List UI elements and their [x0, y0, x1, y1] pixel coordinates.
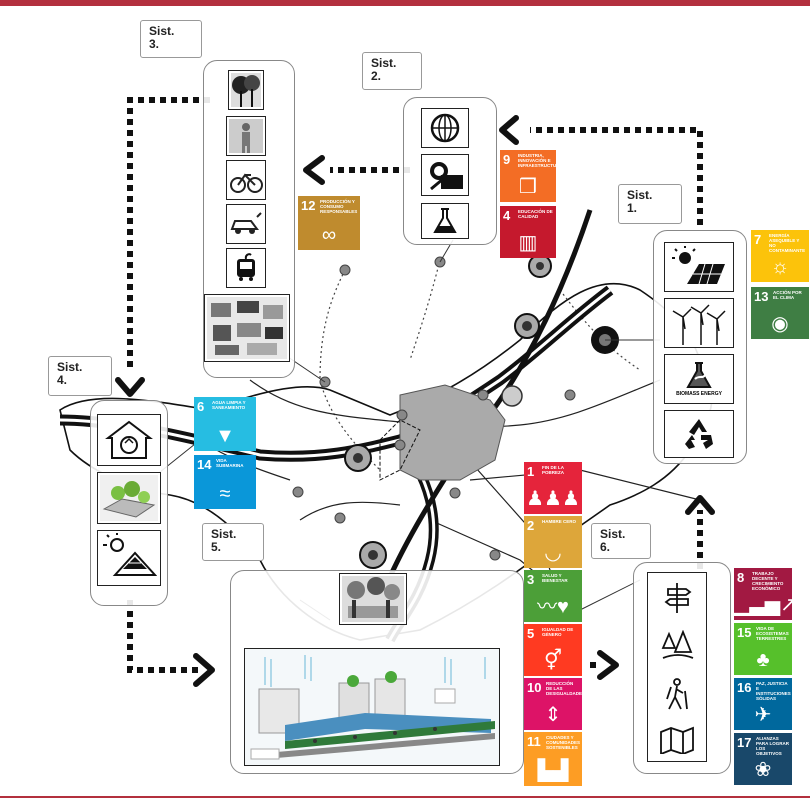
rings-icon: ❀ — [754, 759, 772, 781]
recycle-icon — [685, 419, 713, 449]
solar-panel-tile — [664, 242, 734, 292]
arrows-icon: ⇕ — [544, 704, 562, 726]
reservoirs — [344, 254, 619, 569]
trees-photo — [228, 70, 264, 110]
flow-arrowheads — [115, 115, 715, 687]
city-icon: ▙▟ — [537, 760, 569, 782]
urban-park-icon — [342, 576, 404, 622]
family-icon: ♟♟♟ — [526, 488, 580, 510]
tree-icon: ♣ — [756, 649, 770, 671]
biomass-flask-icon — [686, 362, 712, 388]
dotted-river-3 — [559, 289, 641, 371]
flask-icon — [433, 208, 457, 233]
globe-book-icon — [430, 113, 460, 143]
electric-car-tile — [226, 204, 266, 244]
green-roof-icon — [100, 475, 158, 521]
bottom-accent-bar — [0, 796, 810, 798]
laboratory-tile — [421, 203, 469, 239]
water-management-section — [244, 648, 500, 766]
cubes-icon: ❒ — [519, 176, 537, 198]
vehicles-collage-icon — [207, 297, 287, 359]
map-icon — [660, 726, 694, 754]
top-accent-bar — [0, 0, 810, 6]
dotted-river-1 — [319, 269, 381, 471]
dotted-river-2 — [409, 259, 441, 361]
heartbeat-icon: 〰♥ — [537, 596, 569, 618]
forest-icon — [661, 629, 694, 659]
solar-house-icon — [103, 533, 157, 576]
urban-park-photo — [339, 573, 407, 625]
electric-car-icon — [230, 212, 262, 234]
system-1-label: Sist. 1. — [618, 184, 682, 224]
system-5-label: Sist. 5. — [202, 523, 264, 561]
signpost-icon — [664, 582, 692, 613]
pedestrian-photo — [226, 116, 266, 156]
thin-road-4 — [299, 501, 401, 521]
recycle-house-icon — [105, 420, 153, 459]
system-3-label: Sist. 3. — [140, 20, 202, 58]
biomass-caption: BIOMASS ENERGY — [676, 391, 722, 397]
trees-icon — [231, 73, 261, 107]
dove-icon: ✈ — [754, 704, 772, 726]
hiker-icon — [666, 677, 688, 709]
magnifier-book-icon — [430, 162, 463, 191]
growth-icon: ▁▃▅↗ — [734, 594, 797, 616]
urban-outline — [379, 419, 421, 481]
eco-housing-tile — [97, 414, 161, 466]
bicycle-tile — [226, 160, 266, 200]
tourism-tile — [647, 572, 707, 762]
bus-icon — [237, 253, 255, 281]
biomass-tile: BIOMASS ENERGY — [664, 354, 734, 404]
global-knowledge-tile — [421, 108, 469, 148]
infinity-icon: ∞ — [321, 224, 337, 246]
research-tile — [421, 154, 469, 196]
green-roof-tile — [97, 472, 161, 524]
book-icon: ▥ — [518, 232, 538, 254]
vehicles-collage — [204, 294, 290, 362]
urban-core — [399, 384, 506, 481]
sun-icon: ☼ — [770, 256, 790, 278]
recycling-tile — [664, 410, 734, 458]
system-6-label: Sist. 6. — [591, 523, 651, 559]
fish-icon: ≈ — [219, 483, 231, 505]
bicycle-icon — [230, 173, 263, 193]
pedestrian-icon — [229, 119, 263, 153]
system-2-label: Sist. 2. — [362, 52, 422, 90]
water-icon: ▼ — [215, 425, 235, 447]
eye-icon: ◉ — [771, 313, 789, 335]
wind-turbine-icon — [672, 304, 726, 345]
thin-road-3 — [469, 469, 701, 501]
bowl-icon: ◡ — [544, 542, 562, 564]
bus-tile — [226, 248, 266, 288]
system-4-label: Sist. 4. — [48, 356, 112, 396]
water-section-illustration — [245, 649, 499, 765]
wind-turbines-tile — [664, 298, 734, 348]
solar-panel-icon — [672, 246, 725, 285]
solar-house-tile — [97, 530, 161, 586]
gender-icon: ⚥ — [543, 650, 563, 672]
